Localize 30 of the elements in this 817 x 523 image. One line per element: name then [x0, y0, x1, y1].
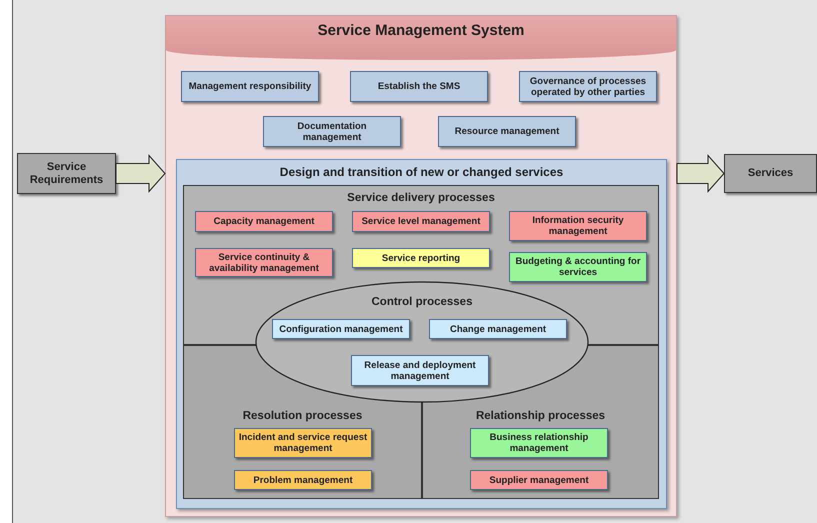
- process-box: Change management: [429, 319, 567, 339]
- process-box: Service reporting: [352, 248, 490, 268]
- group-title: Design and transition of new or changed services: [278, 165, 564, 179]
- process-box: Service Requirements: [17, 153, 116, 194]
- block-arrow: [676, 154, 725, 193]
- process-box: Service level management: [352, 211, 490, 232]
- group-title: Relationship processes: [474, 410, 606, 422]
- group-panel: [176, 159, 667, 509]
- process-box: Supplier management: [470, 470, 608, 490]
- process-box: Problem management: [234, 470, 372, 490]
- group-title: Resolution processes: [242, 410, 364, 422]
- process-box: Configuration management: [272, 319, 410, 339]
- process-box: Incident and service request management: [234, 428, 372, 458]
- process-box: Governance of processes operated by other parties: [519, 71, 657, 102]
- process-box: Release and deployment management: [351, 355, 489, 386]
- process-box: Budgeting & accounting for services: [509, 252, 647, 282]
- group-panel: [165, 15, 677, 517]
- group-title: Service delivery processes: [346, 192, 496, 204]
- group-title: Control processes: [370, 296, 474, 308]
- process-box: Services: [724, 154, 817, 193]
- block-arrow: [116, 154, 166, 193]
- group-title: Service Management System: [316, 22, 526, 39]
- process-box: Information security management: [509, 211, 647, 241]
- process-box: Business relationship management: [470, 428, 608, 458]
- process-box: Management responsibility: [181, 71, 319, 102]
- process-box: Service continuity & availability management: [195, 248, 333, 277]
- process-box: Resource management: [438, 116, 576, 147]
- process-box: Establish the SMS: [350, 71, 488, 102]
- process-box: Capacity management: [195, 211, 333, 232]
- process-box: Documentation management: [263, 116, 401, 147]
